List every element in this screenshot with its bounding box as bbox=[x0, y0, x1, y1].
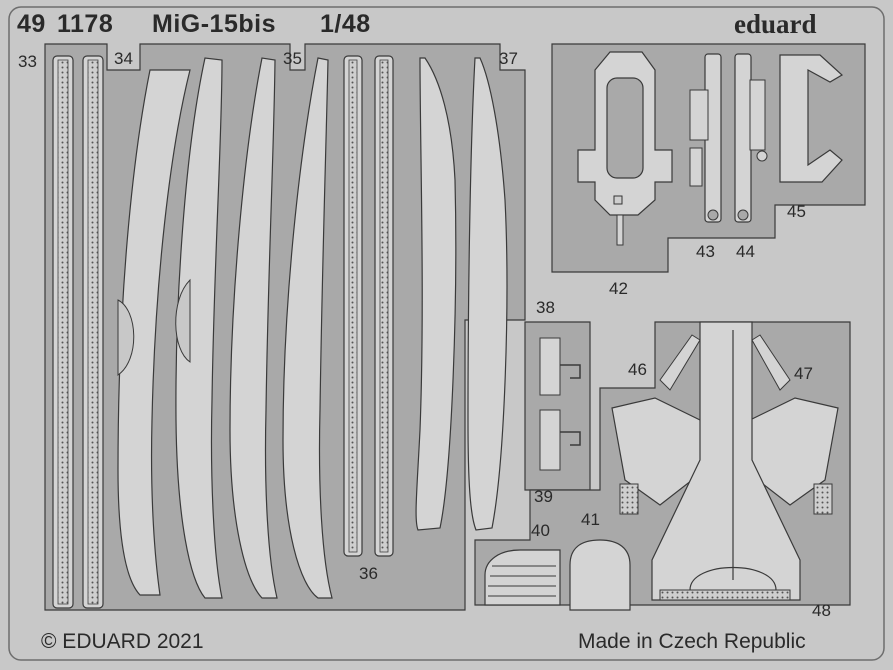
part-47-bracket bbox=[744, 334, 839, 515]
part-label: 42 bbox=[609, 279, 628, 298]
part-33-strips bbox=[52, 55, 104, 609]
part-label: 47 bbox=[794, 364, 813, 383]
scale-label: 1/48 bbox=[320, 10, 371, 38]
origin-text: Made in Czech Republic bbox=[578, 630, 806, 653]
part-label: 38 bbox=[536, 298, 555, 317]
copyright-text: © EDUARD 2021 bbox=[41, 630, 204, 653]
part-38-39-hooks bbox=[539, 337, 581, 471]
part-label: 46 bbox=[628, 360, 647, 379]
part-label: 48 bbox=[812, 601, 831, 620]
part-48-panel bbox=[651, 321, 801, 601]
part-label: 39 bbox=[534, 487, 553, 506]
catalog-number: 1178 bbox=[57, 10, 114, 38]
part-40-vent bbox=[484, 549, 561, 606]
part-36-strips bbox=[343, 55, 394, 557]
part-45-bracket bbox=[779, 54, 844, 183]
part-label: 36 bbox=[359, 564, 378, 583]
part-46-bracket bbox=[611, 334, 706, 515]
part-37-frames bbox=[415, 57, 508, 531]
part-42-buckle bbox=[577, 51, 673, 246]
part-label: 35 bbox=[283, 49, 302, 68]
part-label: 33 bbox=[18, 52, 37, 71]
part-34-frames bbox=[117, 57, 223, 599]
part-label: 40 bbox=[531, 521, 550, 540]
brand-logo: eduard bbox=[734, 9, 817, 39]
catalog-prefix: 49 bbox=[17, 10, 46, 38]
part-label: 37 bbox=[499, 49, 518, 68]
part-label: 43 bbox=[696, 242, 715, 261]
part-label: 45 bbox=[787, 202, 806, 221]
part-35-frames bbox=[229, 57, 333, 599]
part-43-44-straps bbox=[689, 53, 768, 223]
part-label: 44 bbox=[736, 242, 755, 261]
part-41-plate bbox=[569, 539, 631, 611]
part-label: 41 bbox=[581, 510, 600, 529]
part-label: 34 bbox=[114, 49, 133, 68]
model-title: MiG-15bis bbox=[152, 10, 276, 38]
